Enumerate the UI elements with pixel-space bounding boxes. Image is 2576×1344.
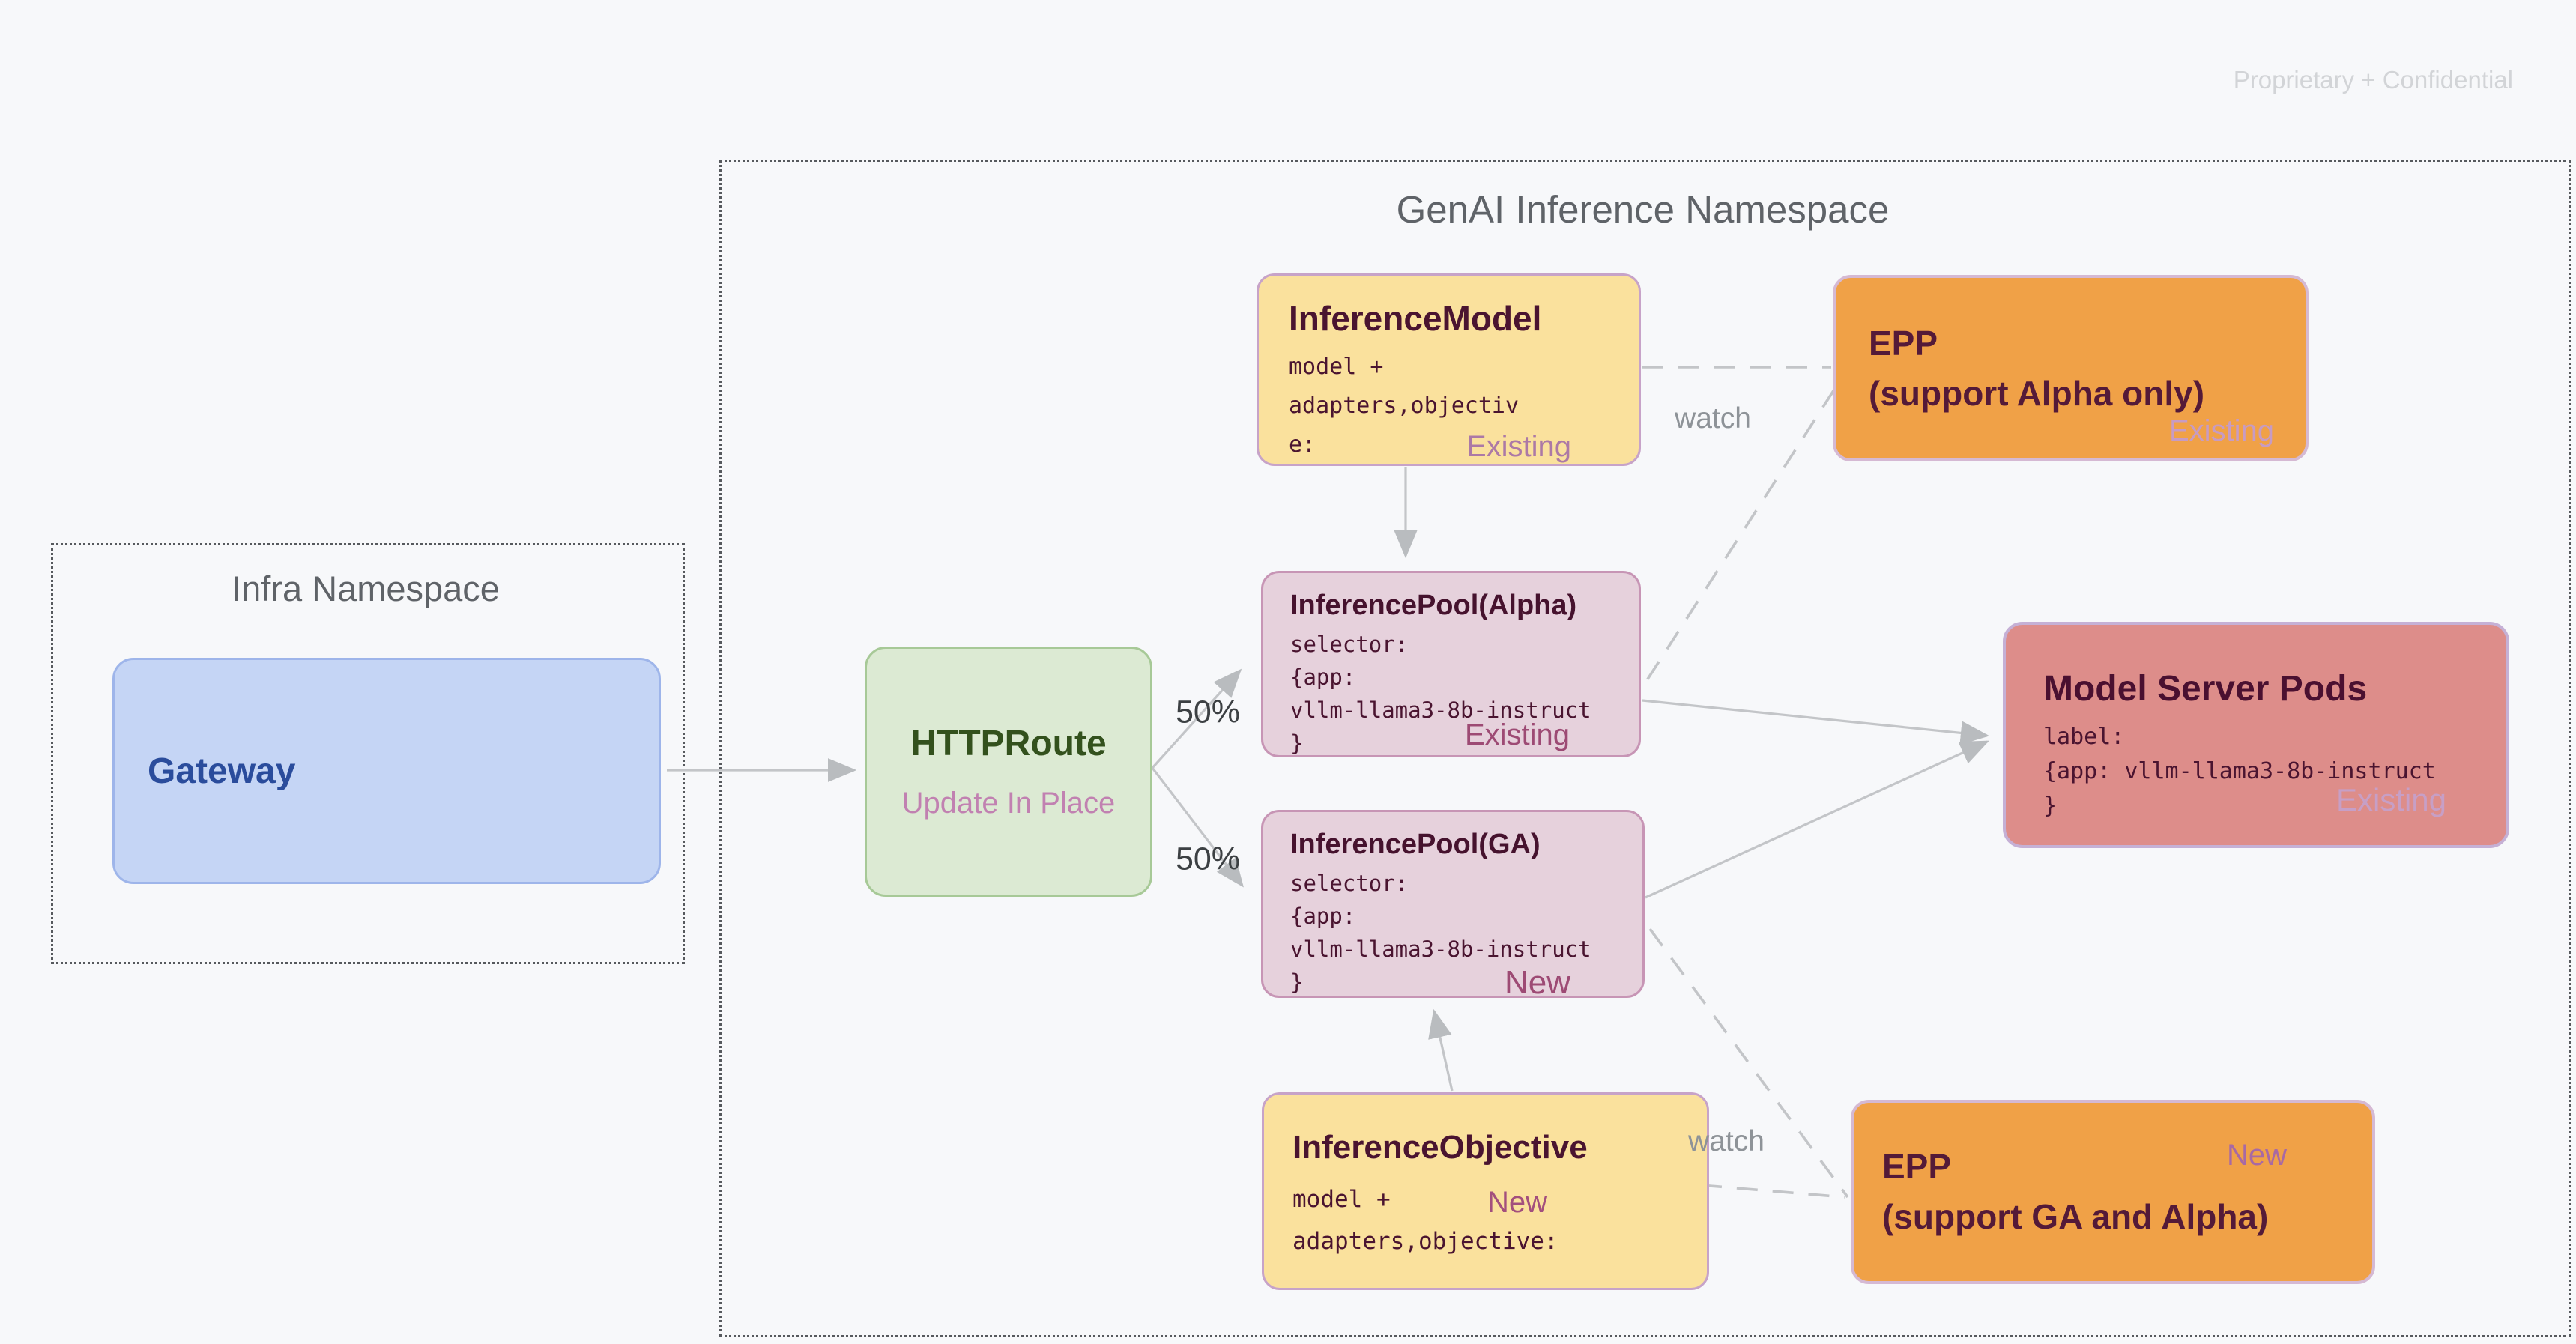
httproute-node: HTTPRoute Update In Place [865, 647, 1152, 897]
inference-pool-alpha-code: selector: {app: vllm-llama3-8b-instruct … [1290, 632, 1591, 756]
inference-pool-ga-status: New [1504, 964, 1570, 1001]
infra-namespace-title: Infra Namespace [232, 569, 500, 608]
epp-ga-title: EPP (support GA and Alpha) [1882, 1147, 2269, 1236]
inference-objective-status: New [1487, 1186, 1548, 1219]
inference-pool-alpha-status: Existing [1464, 718, 1570, 751]
httproute-title: HTTPRoute [910, 724, 1107, 763]
model-server-pods-node: Model Server Pods label: {app: vllm-llam… [2003, 622, 2509, 848]
inference-pool-alpha-node: InferencePool(Alpha) selector: {app: vll… [1261, 571, 1641, 757]
edge-watch-pool-ga-epp-ga [1648, 927, 1849, 1199]
edge-pool-alpha-pods [1642, 699, 1990, 745]
epp-alpha-node: EPP (support Alpha only) Existing [1833, 275, 2309, 461]
inference-objective-title: InferenceObjective [1292, 1129, 1588, 1166]
genai-namespace-title: GenAI Inference Namespace [1396, 188, 1890, 231]
traffic-split-bottom-label: 50% [1175, 841, 1241, 877]
inference-pool-ga-code: selector: {app: vllm-llama3-8b-instruct … [1290, 871, 1591, 995]
edge-httproute-pool-alpha [1151, 668, 1242, 769]
edge-watch-epp-pool-alpha [1645, 389, 1836, 681]
edge-watch-inferenceobjective-epp-ga [1700, 1184, 1845, 1199]
epp-alpha-status: Existing [2168, 414, 2274, 447]
edge-pool-ga-pods [1645, 740, 1989, 899]
model-server-pods-title: Model Server Pods [2043, 669, 2368, 709]
traffic-split-top-label: 50% [1175, 694, 1241, 730]
epp-ga-status: New [2226, 1139, 2287, 1172]
inference-model-status: Existing [1466, 430, 1571, 463]
edge-inferenceobjective-pool-ga [1428, 1008, 1454, 1092]
inference-model-code: model + adapters,objectiv e: [1289, 354, 1520, 458]
inference-objective-code: model + adapters,objective: [1292, 1186, 1558, 1255]
confidential-watermark: Proprietary + Confidential [2233, 66, 2513, 94]
inference-pool-alpha-title: InferencePool(Alpha) [1290, 590, 1577, 621]
watch-top-label: watch [1675, 402, 1751, 435]
inference-model-title: InferenceModel [1289, 299, 1542, 338]
edge-httproute-pool-ga [1151, 767, 1244, 888]
inference-model-node: InferenceModel model + adapters,objectiv… [1257, 273, 1641, 466]
model-server-pods-code: label: {app: vllm-llama3-8b-instruct } [2043, 724, 2436, 819]
epp-alpha-title: EPP (support Alpha only) [1869, 323, 2205, 413]
httproute-subtitle: Update In Place [901, 787, 1116, 820]
epp-ga-node: EPP (support GA and Alpha) New [1851, 1100, 2375, 1284]
inference-pool-ga-title: InferencePool(GA) [1290, 829, 1541, 860]
infra-namespace-box [51, 543, 685, 964]
gateway-node: Gateway [112, 658, 661, 884]
gateway-title: Gateway [148, 751, 296, 791]
inference-objective-node: InferenceObjective model + adapters,obje… [1262, 1092, 1709, 1290]
watch-bottom-label: watch [1688, 1125, 1765, 1157]
genai-namespace-box [719, 160, 2571, 1337]
model-server-pods-status: Existing [2335, 782, 2446, 817]
inference-pool-ga-node: InferencePool(GA) selector: {app: vllm-l… [1261, 810, 1645, 1001]
